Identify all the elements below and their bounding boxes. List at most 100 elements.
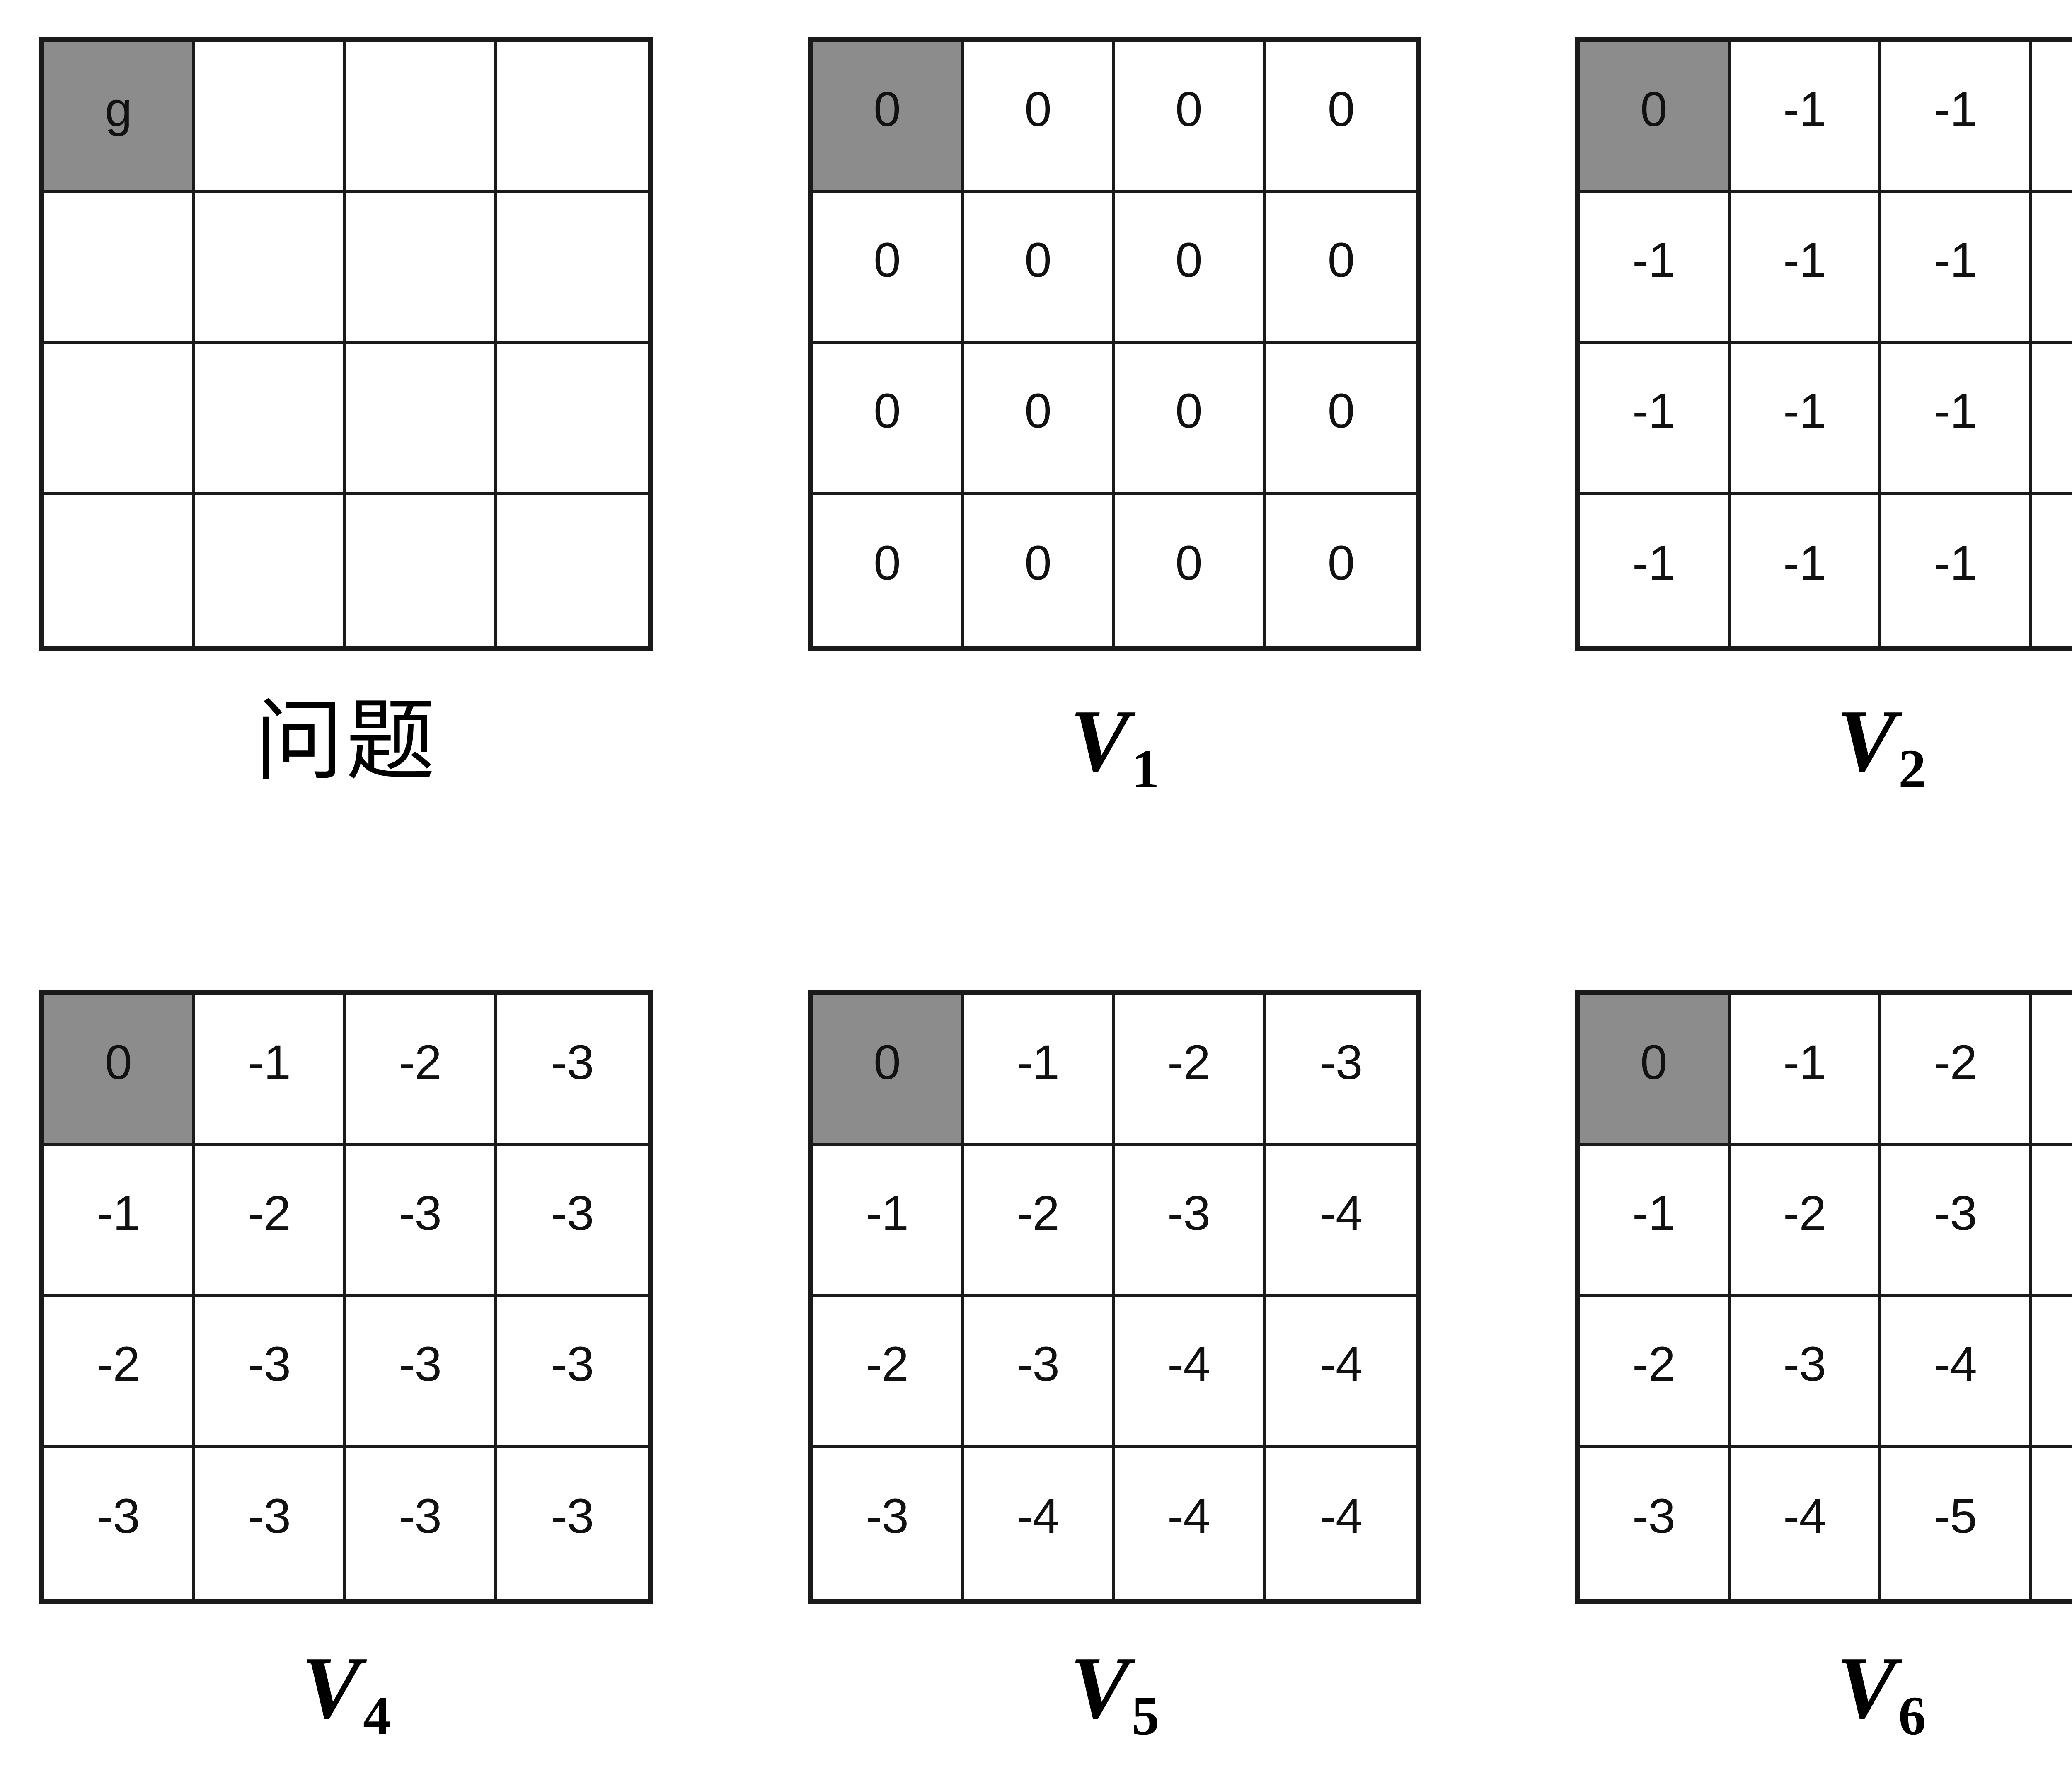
grid-cell: 0 <box>44 995 195 1146</box>
grid-cell: 0 <box>964 193 1115 344</box>
grid-v4: 0-1-2-3-1-2-3-3-2-3-3-3-3-3-3-3 <box>39 990 653 1604</box>
grid-cell: -3 <box>1580 1448 1731 1599</box>
grid-cell: -3 <box>497 1146 648 1297</box>
grid-cell: -2 <box>346 995 497 1146</box>
grid-cell: -1 <box>1731 995 1881 1146</box>
grid-cell: -1 <box>2032 42 2072 193</box>
label-math-base: V6 <box>1837 1638 1926 1746</box>
label-problem-text: 问题 <box>254 689 438 793</box>
grid-cell: 0 <box>1266 193 1416 344</box>
grid-cell: -1 <box>1881 344 2032 495</box>
grid-cell: -1 <box>1881 193 2032 344</box>
grid-cell: -4 <box>1266 1146 1416 1297</box>
panel-label-v5: V5 <box>808 1643 1421 1743</box>
grid-cell: -1 <box>1731 495 1881 646</box>
label-math-subscript: 5 <box>1132 1684 1159 1746</box>
grid-cell <box>195 42 346 193</box>
grid-cell: 0 <box>1266 344 1416 495</box>
grid-cell: -5 <box>1881 1448 2032 1599</box>
label-math-subscript: 6 <box>1898 1684 1926 1746</box>
grid-cell: 0 <box>813 995 964 1146</box>
panel-label-v1: V1 <box>808 696 1421 796</box>
grid-cell <box>497 344 648 495</box>
grid-cell: 0 <box>964 495 1115 646</box>
grid-cell: -1 <box>1580 193 1731 344</box>
grid-cell: 0 <box>964 42 1115 193</box>
grid-cell: 0 <box>1115 344 1266 495</box>
grid-cell: -3 <box>1115 1146 1266 1297</box>
grid-cell: 0 <box>1115 42 1266 193</box>
grid-cell: -3 <box>44 1448 195 1599</box>
grid-cell <box>497 495 648 646</box>
grid-cell <box>195 495 346 646</box>
grid-cell: -1 <box>1731 193 1881 344</box>
panel-v2: 0-1-1-1-1-1-1-1-1-1-1-1-1-1-1-1V2 <box>1575 37 2072 870</box>
grid-cell: 0 <box>813 193 964 344</box>
grid-cell <box>346 344 497 495</box>
grid-cell: -3 <box>497 1448 648 1599</box>
grid-cell: -3 <box>813 1448 964 1599</box>
grid-cell: 0 <box>813 495 964 646</box>
grid-cell: 0 <box>813 42 964 193</box>
grid-cell: -3 <box>497 1297 648 1448</box>
grid-cell: 0 <box>1266 42 1416 193</box>
grid-cell <box>346 193 497 344</box>
grid-cell <box>44 193 195 344</box>
grid-cell <box>497 42 648 193</box>
panel-label-v4: V4 <box>39 1643 653 1743</box>
grid-cell: -1 <box>44 1146 195 1297</box>
grid-cell: 0 <box>964 344 1115 495</box>
grid-cell: -4 <box>1731 1448 1881 1599</box>
panel-label-problem: 问题 <box>39 696 653 785</box>
grid-cell: 0 <box>1580 42 1731 193</box>
panel-label-v6: V6 <box>1575 1643 2072 1743</box>
grid-cell: -4 <box>1115 1448 1266 1599</box>
grid-cell: 0 <box>1266 495 1416 646</box>
grid-cell: -1 <box>2032 193 2072 344</box>
grid-cell: -1 <box>195 995 346 1146</box>
grid-cell: -4 <box>1881 1297 2032 1448</box>
grid-cell: -5 <box>2032 1297 2072 1448</box>
grid-cell <box>346 42 497 193</box>
grid-cell: -1 <box>1881 495 2032 646</box>
grid-v2: 0-1-1-1-1-1-1-1-1-1-1-1-1-1-1-1 <box>1575 37 2072 651</box>
grid-cell: 0 <box>1115 193 1266 344</box>
grid-cell: -2 <box>813 1297 964 1448</box>
panel-v6: 0-1-2-3-1-2-3-4-2-3-4-5-3-4-5-5V6 <box>1575 990 2072 1749</box>
grid-cell <box>195 193 346 344</box>
label-math-base: V1 <box>1070 691 1159 799</box>
grid-cell: -5 <box>2032 1448 2072 1599</box>
grid-cell: -1 <box>1580 1146 1731 1297</box>
grid-cell: -4 <box>1266 1297 1416 1448</box>
grid-cell: -3 <box>497 995 648 1146</box>
grid-cell: -4 <box>2032 1146 2072 1297</box>
grid-cell: -3 <box>346 1448 497 1599</box>
grid-cell: -2 <box>1731 1146 1881 1297</box>
grid-cell: -2 <box>195 1146 346 1297</box>
grid-cell: -1 <box>813 1146 964 1297</box>
panel-label-v2: V2 <box>1575 696 2072 796</box>
grid-cell <box>195 344 346 495</box>
grid-cell <box>44 344 195 495</box>
grid-cell: -2 <box>44 1297 195 1448</box>
label-math-base: V2 <box>1837 691 1926 799</box>
grid-cell: 0 <box>813 344 964 495</box>
grid-cell: -3 <box>1881 1146 2032 1297</box>
grid-cell: 0 <box>1115 495 1266 646</box>
grid-cell: -2 <box>1881 995 2032 1146</box>
grid-cell: -3 <box>346 1146 497 1297</box>
grid-cell: -2 <box>1115 995 1266 1146</box>
grid-cell <box>346 495 497 646</box>
label-math-subscript: 2 <box>1898 738 1926 799</box>
grid-problem: g <box>39 37 653 651</box>
grid-cell: -3 <box>1266 995 1416 1146</box>
panel-problem: g 问题 <box>39 37 653 870</box>
grid-cell: -1 <box>1881 42 2032 193</box>
grid-cell: -3 <box>964 1297 1115 1448</box>
grid-cell: -3 <box>346 1297 497 1448</box>
